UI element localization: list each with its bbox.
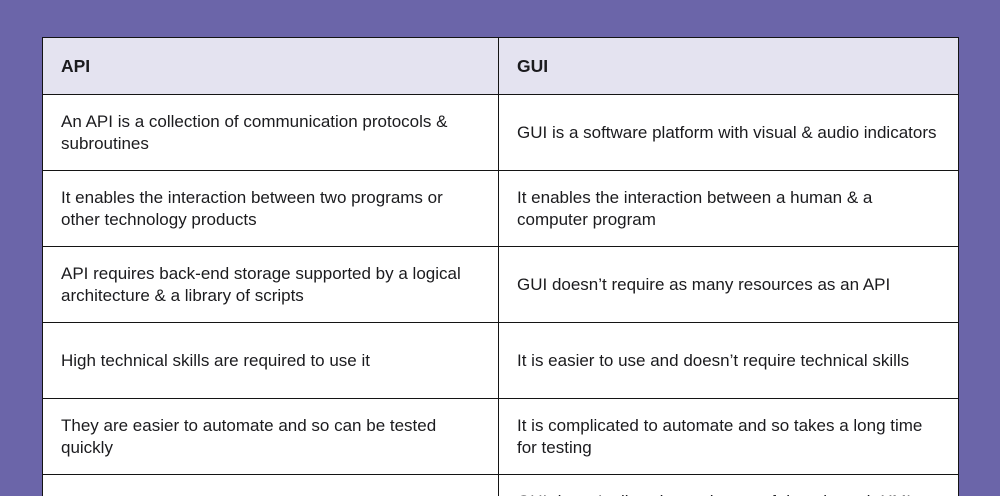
column-header-api: API bbox=[42, 37, 499, 95]
comparison-table: API GUI An API is a collection of commun… bbox=[42, 37, 959, 496]
table-cell-api: An API is a collection of communication … bbox=[42, 94, 499, 171]
table-cell-api: API requires back-end storage supported … bbox=[42, 246, 499, 323]
table-cell-api: They are easier to automate and so can b… bbox=[42, 398, 499, 475]
table-cell-api: High technical skills are required to us… bbox=[42, 322, 499, 399]
table-row: API requires back-end storage supported … bbox=[42, 246, 959, 323]
table-cell-api: It enables the interaction between two p… bbox=[42, 170, 499, 247]
column-header-gui: GUI bbox=[498, 37, 959, 95]
table-cell-gui: It is complicated to automate and so tak… bbox=[498, 398, 959, 475]
table-row: High technical skills are required to us… bbox=[42, 322, 959, 399]
table-row: An API is a collection of communication … bbox=[42, 94, 959, 171]
table-cell-gui: It enables the interaction between a hum… bbox=[498, 170, 959, 247]
table-row: They are easier to automate and so can b… bbox=[42, 398, 959, 475]
table-row: It allows the exchange of data through X… bbox=[42, 474, 959, 496]
table-cell-gui: GUI is a software platform with visual &… bbox=[498, 94, 959, 171]
table-cell-api: It allows the exchange of data through X… bbox=[42, 474, 499, 496]
table-row: It enables the interaction between two p… bbox=[42, 170, 959, 247]
header-row: API GUI bbox=[42, 37, 959, 95]
table-cell-gui: GUI doesn’t require as many resources as… bbox=[498, 246, 959, 323]
table-cell-gui: It is easier to use and doesn’t require … bbox=[498, 322, 959, 399]
table-cell-gui: GUI doesn’t allow the exchange of data t… bbox=[498, 474, 959, 496]
